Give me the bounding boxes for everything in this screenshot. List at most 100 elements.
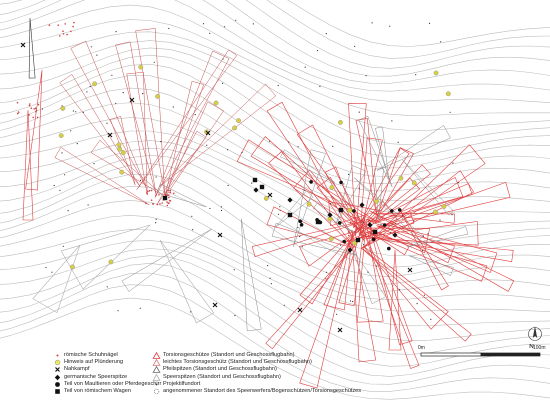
plunder-marker (213, 100, 219, 106)
plunder-marker (236, 118, 242, 124)
gray-triangle-icon (152, 366, 161, 374)
torsion-trajectory (359, 147, 410, 225)
light-torsion-trajectory (135, 28, 165, 194)
wagon-part-marker (355, 237, 361, 243)
harness-marker (299, 223, 304, 227)
torsion-trajectory (360, 137, 383, 232)
torsion-trajectory (371, 176, 464, 223)
torsion-trajectory (352, 220, 410, 256)
shoe-nail-marker (166, 204, 169, 207)
projectile-marker (234, 314, 236, 317)
torsion-trajectory (364, 236, 514, 263)
arrow-trajectory (352, 249, 387, 305)
torsion-trajectory (268, 151, 355, 248)
shoe-nail-marker (159, 203, 161, 205)
projectile-marker (155, 218, 157, 220)
contour-line (0, 31, 550, 131)
wagon-part-marker (372, 229, 378, 235)
spear-tip-marker (367, 222, 373, 228)
combat-marker (205, 130, 211, 136)
projectile-marker (202, 23, 205, 25)
plunder-marker (306, 201, 312, 207)
shoe-nail-marker (59, 35, 61, 37)
projectile-marker (413, 220, 415, 222)
black-square-icon (53, 388, 62, 395)
legend-item: angenommener Standort des Speerwerfers/B… (152, 388, 361, 395)
legend-item: Teil von Maultieren oder Pferdegeschirr (53, 381, 161, 388)
red-triangle-icon (152, 352, 161, 359)
projectile-marker (155, 176, 157, 178)
shoe-nail-marker (35, 109, 38, 111)
wagon-part-marker (162, 195, 168, 201)
projectile-marker (115, 31, 117, 33)
shoe-nail-marker (17, 111, 20, 113)
plunder-marker (92, 81, 98, 87)
projectile-marker (299, 235, 301, 238)
spear-tip-marker (359, 202, 365, 208)
shoe-nail-marker (358, 227, 361, 229)
cross-icon (53, 366, 62, 373)
projectile-marker (390, 231, 392, 233)
projectile-marker (391, 120, 393, 122)
plunder-marker (116, 142, 122, 148)
contour-line (287, 0, 550, 47)
projectile-marker (358, 111, 360, 113)
projectile-marker (153, 61, 155, 63)
plunder-marker (155, 94, 161, 99)
projectile-marker (220, 206, 222, 208)
shoe-nail-marker (354, 231, 357, 233)
torsion-trajectory (355, 118, 377, 215)
projectile-marker (428, 22, 431, 24)
projectile-marker (269, 140, 271, 142)
torsion-trajectory (345, 212, 415, 243)
plunder-marker (347, 207, 353, 213)
plunder-marker (411, 180, 417, 186)
projectile-marker (59, 189, 61, 191)
projectile-marker (251, 182, 253, 184)
north-arrow-icon (527, 325, 543, 349)
projectile-marker (352, 300, 354, 303)
shoe-nail-marker (62, 30, 64, 32)
plunder-marker (117, 146, 123, 152)
torsion-trajectory (22, 109, 34, 221)
contour-line (0, 255, 550, 367)
projectile-marker (348, 173, 350, 175)
combat-marker (20, 42, 26, 48)
projectile-marker (380, 224, 382, 226)
shoe-nail-marker (34, 107, 37, 109)
plunder-marker (58, 133, 64, 139)
contour-line (0, 102, 550, 202)
shoe-nail-marker (168, 194, 170, 196)
projectile-marker (90, 46, 92, 48)
spear-trajectory (32, 244, 81, 314)
harness-marker (342, 239, 347, 244)
harness-marker (371, 237, 376, 242)
arrow-trajectory (406, 226, 469, 248)
combat-marker (267, 192, 273, 198)
contour-line (0, 248, 550, 355)
projectile-marker (349, 300, 352, 302)
light-torsion-trajectory (54, 147, 150, 206)
projectile-marker (452, 162, 454, 164)
projectile-marker (227, 149, 229, 151)
harness-marker (382, 223, 387, 227)
shoe-nail-marker (62, 33, 65, 35)
plunder-marker (120, 150, 126, 156)
torsion-trajectory (356, 164, 431, 233)
contour-line (0, 130, 550, 229)
combat-marker (407, 267, 413, 273)
projectile-marker (277, 213, 280, 215)
shoe-nail-marker (173, 192, 175, 195)
projectile-marker (96, 54, 98, 56)
contour-line (0, 19, 550, 116)
shoe-nail-marker (352, 226, 355, 228)
shoe-nail-marker (150, 199, 153, 201)
harness-marker (337, 221, 342, 225)
arrow-trajectory (121, 228, 212, 292)
projectile-marker (270, 283, 272, 285)
contour-line (0, 262, 550, 377)
shoe-nail-marker (16, 101, 19, 104)
legend-item: Pfeilspitzen (Standort und Geschossflugb… (152, 366, 361, 374)
projectile-marker (325, 278, 327, 280)
projectile-marker (209, 32, 211, 35)
